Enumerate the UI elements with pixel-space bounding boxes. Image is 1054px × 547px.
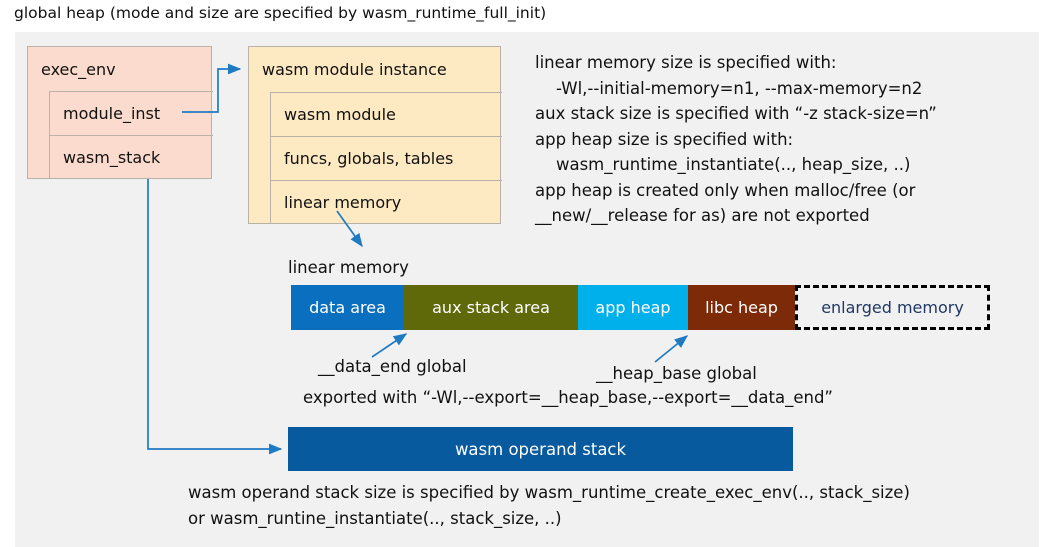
operand-stack-notes: wasm operand stack size is specified by …	[188, 483, 910, 528]
wasm-module-instance-fields: wasm module funcs, globals, tables linea…	[249, 92, 502, 224]
memory-segment-enlarged-memory: enlarged memory	[795, 285, 990, 330]
wasm-module-instance-box: wasm module instance wasm module funcs, …	[248, 46, 502, 224]
module-field-funcs-globals-tables: funcs, globals, tables	[271, 136, 502, 180]
exec-env-field-wasm-stack: wasm_stack	[50, 135, 213, 179]
exec-env-box: exec_env module_inst wasm_stack	[27, 46, 213, 179]
annotation-data-end: __data_end global	[318, 357, 467, 376]
indent-rail	[249, 92, 271, 224]
exec-env-fields: module_inst wasm_stack	[28, 91, 213, 179]
page-title: global heap (mode and size are specified…	[14, 4, 547, 22]
linear-memory-label: linear memory	[288, 258, 409, 277]
indent-rail	[28, 91, 50, 179]
memory-segment-app-heap: app heap	[578, 285, 688, 330]
wasm-module-instance-header: wasm module instance	[262, 60, 447, 79]
memory-segment-libc-heap: libc heap	[688, 285, 795, 330]
module-field-linear-memory: linear memory	[271, 180, 502, 224]
memory-segment-aux-stack-area: aux stack area	[404, 285, 578, 330]
exec-env-field-module-inst: module_inst	[50, 91, 213, 135]
exec-env-header: exec_env	[41, 59, 116, 79]
annotation-exported-with: exported with “-Wl,--export=__heap_base,…	[303, 388, 833, 407]
memory-segment-data-area: data area	[291, 285, 404, 330]
module-field-wasm-module: wasm module	[271, 92, 502, 136]
annotation-heap-base: __heap_base global	[596, 364, 757, 383]
wasm-operand-stack-bar: wasm operand stack	[288, 427, 793, 471]
linear-memory-notes: linear memory size is specified with: -W…	[535, 53, 937, 225]
